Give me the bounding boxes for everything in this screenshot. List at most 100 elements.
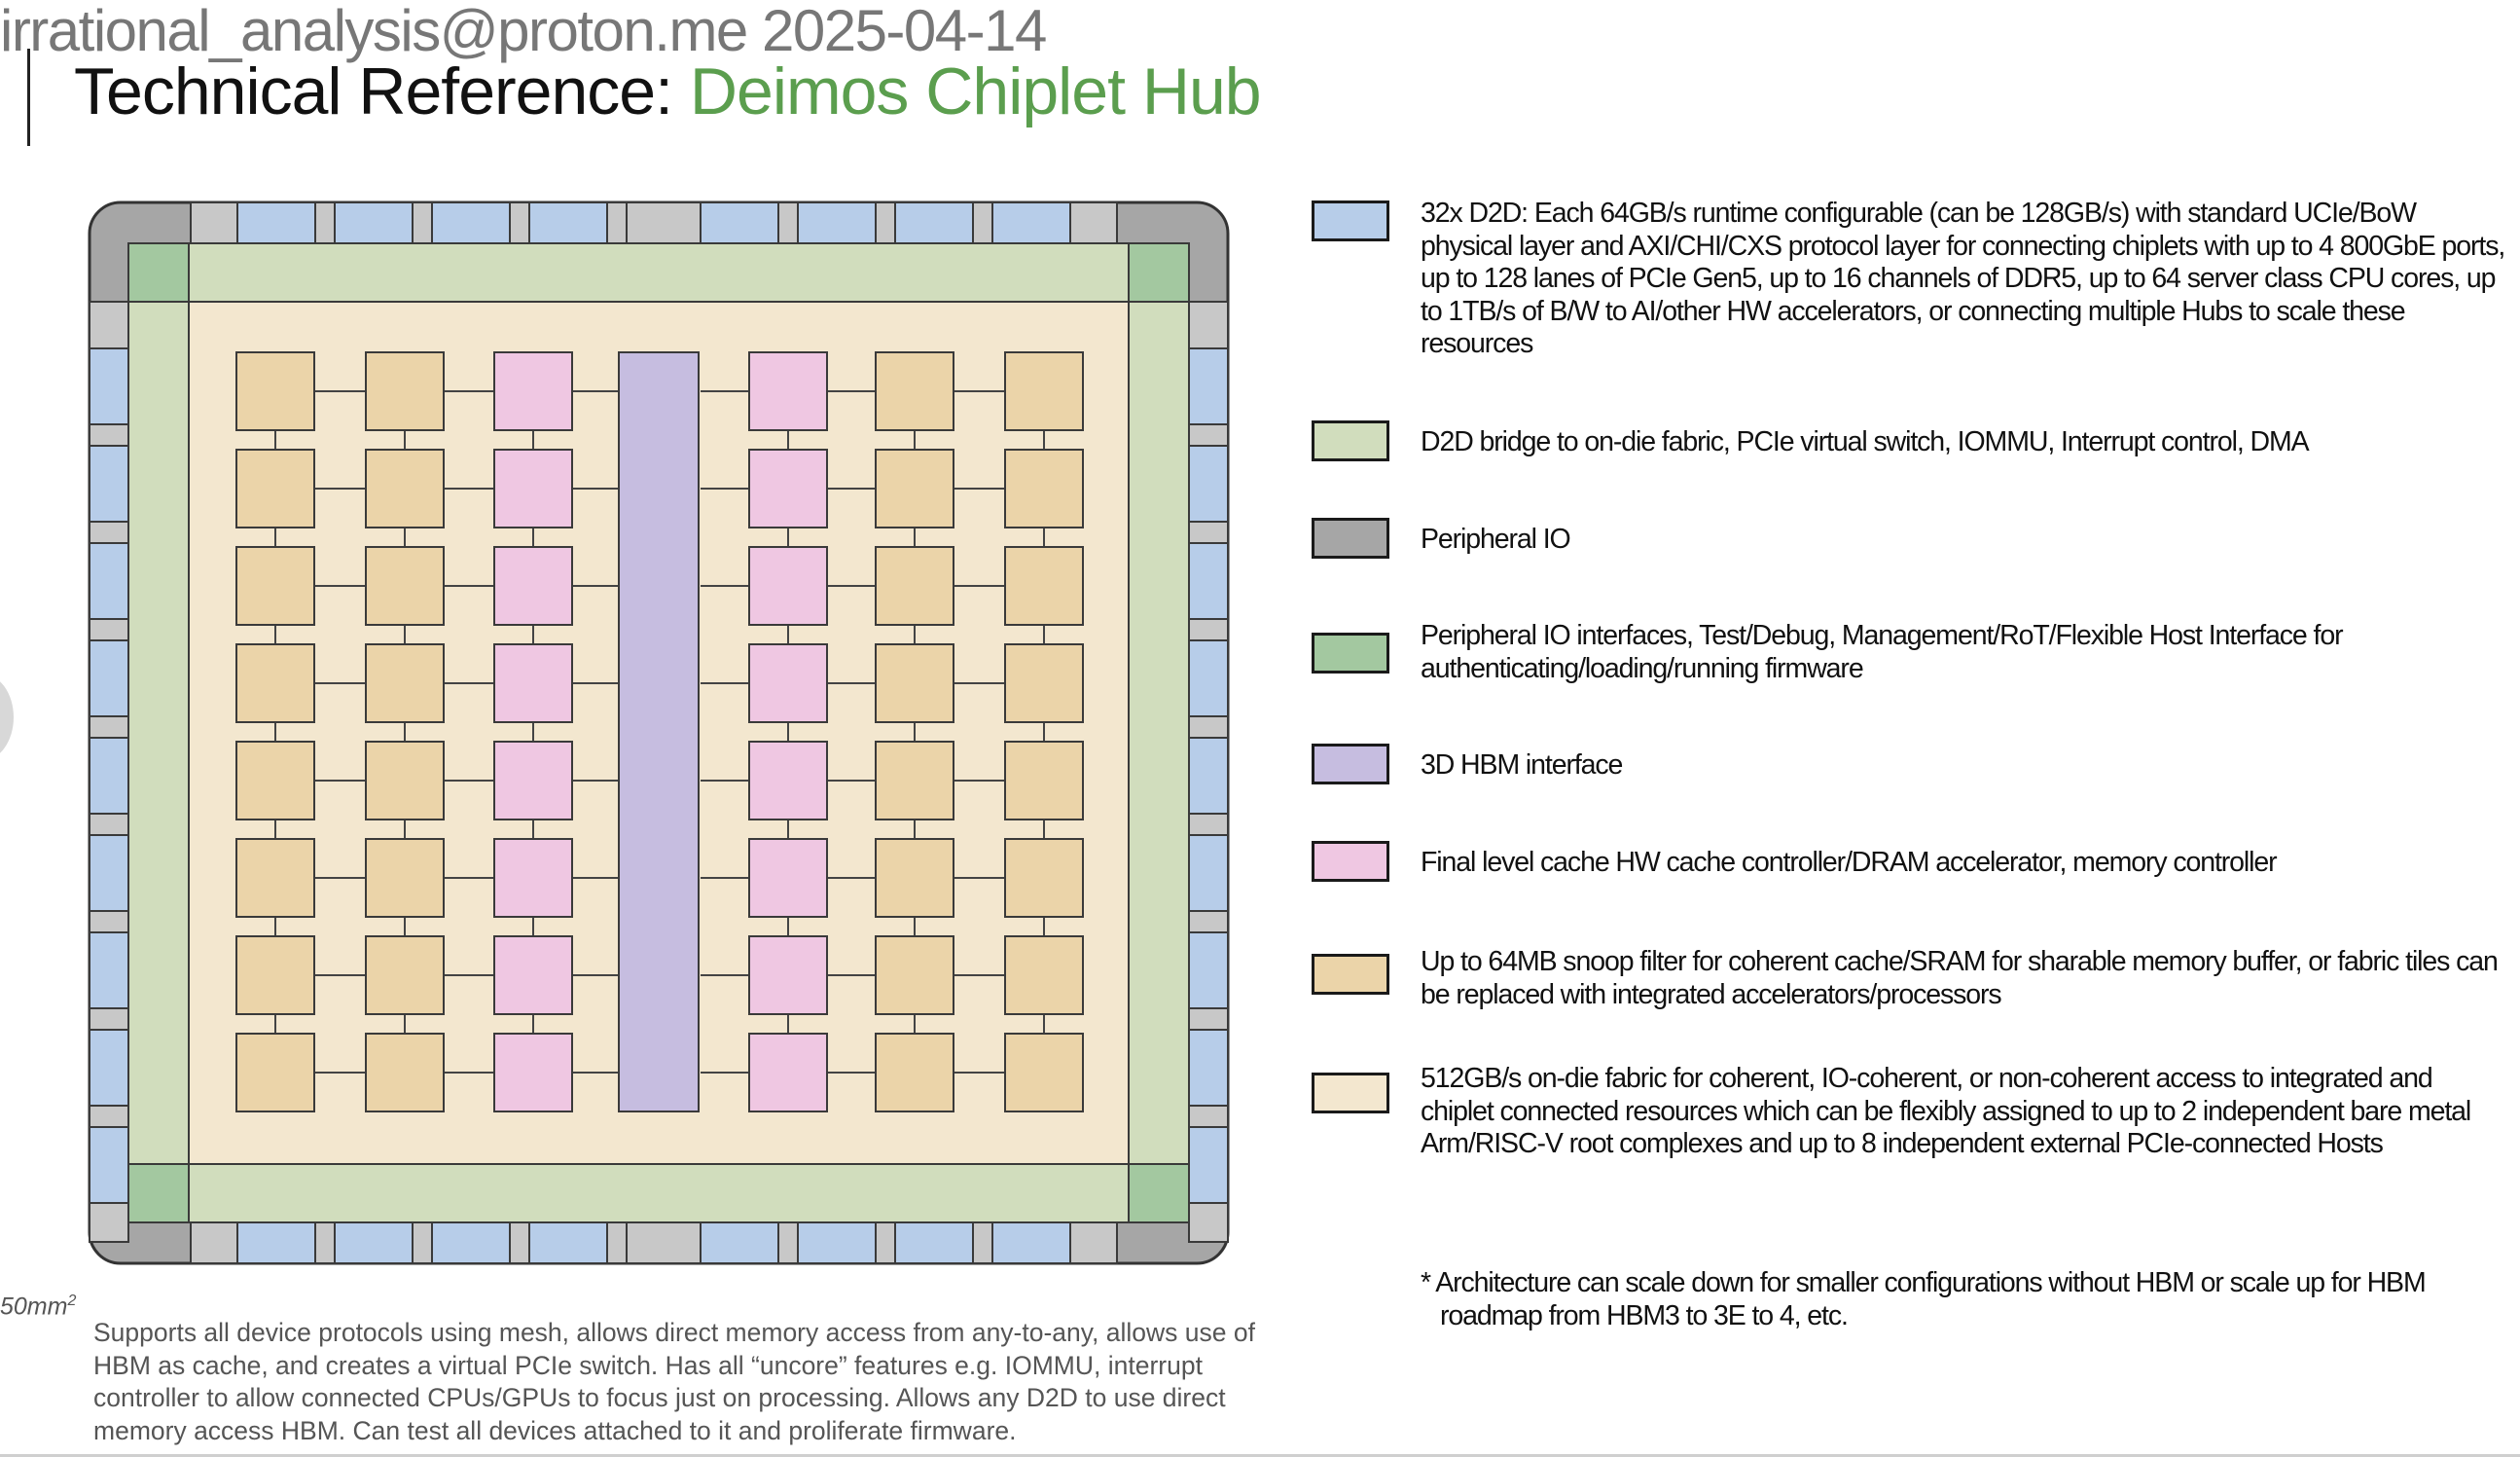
chiplet-diagram [88, 200, 1230, 1265]
cache-controller-tile [748, 1033, 828, 1112]
io-pad-bottom [190, 1221, 238, 1264]
d2d-port-top [894, 201, 974, 244]
peripheral-if-corner [1128, 242, 1190, 303]
snoop-filter-tile [1004, 741, 1084, 820]
watermark: irrational_analysis@proton.me 2025-04-14 [0, 0, 1047, 63]
d2d-port-top [334, 201, 414, 244]
io-pad-top [777, 201, 799, 244]
d2d-port-left [89, 347, 129, 425]
snoop-filter-tile [365, 643, 445, 723]
snoop-filter-tile [235, 1033, 315, 1112]
io-pad-bottom [777, 1221, 799, 1264]
area-value: 50mm [0, 1293, 68, 1321]
d2d-port-right [1188, 931, 1229, 1009]
io-pad-bottom [314, 1221, 336, 1264]
snoop-filter-tile [875, 935, 954, 1015]
io-pad-left [89, 1202, 129, 1243]
legend-label: Final level cache HW cache controller/DR… [1421, 847, 2278, 878]
snoop-filter-tile [235, 643, 315, 723]
io-pad-bottom [875, 1221, 896, 1264]
snoop-filter-tile [875, 351, 954, 431]
cache-controller-tile [748, 449, 828, 528]
legend-swatch [1312, 420, 1389, 461]
legend-label: Peripheral IO [1421, 524, 1571, 555]
snoop-filter-tile [875, 838, 954, 918]
io-pad-right [1188, 910, 1229, 933]
cache-controller-tile [493, 449, 573, 528]
snoop-filter-tile [365, 449, 445, 528]
io-pad-left [89, 715, 129, 739]
io-pad-top [626, 201, 702, 244]
snoop-filter-tile [365, 546, 445, 626]
snoop-filter-tile [235, 351, 315, 431]
snoop-filter-tile [1004, 449, 1084, 528]
snoop-filter-tile [365, 351, 445, 431]
io-pad-right [1188, 618, 1229, 641]
io-pad-bottom [606, 1221, 628, 1264]
legend-swatch [1312, 1073, 1389, 1113]
cache-controller-tile [493, 1033, 573, 1112]
io-pad-right [1188, 1007, 1229, 1031]
snoop-filter-tile [1004, 351, 1084, 431]
d2d-port-right [1188, 639, 1229, 717]
area-superscript: 2 [67, 1293, 77, 1309]
snoop-filter-tile [365, 741, 445, 820]
io-pad-right [1188, 1105, 1229, 1128]
d2d-port-right [1188, 542, 1229, 620]
io-pad-left [89, 1105, 129, 1128]
snoop-filter-tile [1004, 546, 1084, 626]
io-pad-right [1188, 715, 1229, 739]
title-accent-bar [27, 49, 30, 146]
io-pad-top [972, 201, 993, 244]
d2d-port-bottom [700, 1221, 779, 1264]
d2d-port-left [89, 1126, 129, 1204]
io-pad-left [89, 423, 129, 447]
legend-swatch [1312, 744, 1389, 784]
io-pad-left [89, 910, 129, 933]
legend-label: Up to 64MB snoop filter for coherent cac… [1421, 946, 2499, 1010]
legend-label: 512GB/s on-die fabric for coherent, IO-c… [1421, 1063, 2471, 1159]
area-label: 50mm2 [0, 1293, 76, 1321]
d2d-port-right [1188, 834, 1229, 912]
cache-controller-tile [493, 741, 573, 820]
d2d-port-left [89, 834, 129, 912]
cache-controller-tile [748, 351, 828, 431]
snoop-filter-tile [235, 449, 315, 528]
cache-controller-tile [748, 838, 828, 918]
cache-controller-tile [748, 643, 828, 723]
io-pad-top [190, 201, 238, 244]
title-accent: Deimos Chiplet Hub [689, 55, 1262, 128]
snoop-filter-tile [1004, 838, 1084, 918]
snoop-filter-tile [875, 643, 954, 723]
io-pad-top [1069, 201, 1118, 244]
peripheral-if-corner [127, 242, 190, 303]
io-pad-right [1188, 521, 1229, 544]
cache-controller-tile [748, 935, 828, 1015]
d2d-port-bottom [236, 1221, 316, 1264]
page-title: Technical Reference: Deimos Chiplet Hub [74, 55, 1262, 128]
io-pad-bottom [412, 1221, 433, 1264]
legend-swatch [1312, 633, 1389, 674]
d2d-port-bottom [991, 1221, 1071, 1264]
snoop-filter-tile [1004, 643, 1084, 723]
d2d-port-right [1188, 1126, 1229, 1204]
d2d-port-left [89, 639, 129, 717]
peripheral-if-corner [1128, 1163, 1190, 1223]
io-pad-top [509, 201, 530, 244]
d2d-port-bottom [431, 1221, 511, 1264]
io-pad-left [89, 301, 129, 349]
hbm-interface-column [618, 351, 700, 1112]
bottom-divider [0, 1454, 2520, 1457]
d2d-port-top [797, 201, 877, 244]
d2d-port-left [89, 931, 129, 1009]
d2d-port-left [89, 737, 129, 815]
d2d-port-bottom [334, 1221, 414, 1264]
snoop-filter-tile [365, 838, 445, 918]
snoop-filter-tile [235, 935, 315, 1015]
d2d-port-top [700, 201, 779, 244]
d2d-port-top [431, 201, 511, 244]
io-pad-right [1188, 813, 1229, 836]
snoop-filter-tile [875, 741, 954, 820]
legend-label: 3D HBM interface [1421, 749, 1623, 781]
d2d-port-right [1188, 1029, 1229, 1107]
